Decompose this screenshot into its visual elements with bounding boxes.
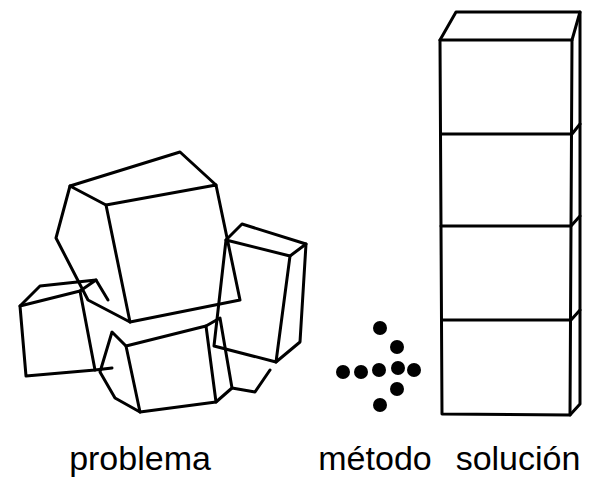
block	[100, 332, 140, 412]
block	[441, 124, 580, 134]
dot	[373, 321, 387, 335]
block	[96, 280, 108, 300]
block	[20, 291, 95, 376]
caption-label: método	[318, 438, 431, 479]
block	[570, 12, 580, 415]
block	[232, 370, 270, 392]
dot-arrow	[336, 321, 421, 412]
caption-label: problema	[69, 438, 211, 479]
dot	[390, 340, 404, 354]
dot	[354, 365, 368, 379]
block	[70, 152, 216, 205]
block	[56, 186, 130, 322]
block	[226, 224, 306, 256]
caption-label: solución	[456, 438, 581, 479]
dot	[391, 361, 405, 375]
block	[126, 326, 216, 412]
block	[206, 318, 232, 402]
dot	[336, 365, 350, 379]
dot	[407, 363, 421, 377]
dot	[373, 398, 387, 412]
dot	[390, 382, 404, 396]
dot	[372, 363, 386, 377]
block	[95, 368, 112, 370]
block	[440, 12, 580, 40]
block	[441, 216, 580, 226]
block-tower	[440, 12, 580, 415]
pile-of-blocks	[20, 152, 306, 412]
block	[442, 310, 580, 320]
block	[276, 244, 306, 362]
